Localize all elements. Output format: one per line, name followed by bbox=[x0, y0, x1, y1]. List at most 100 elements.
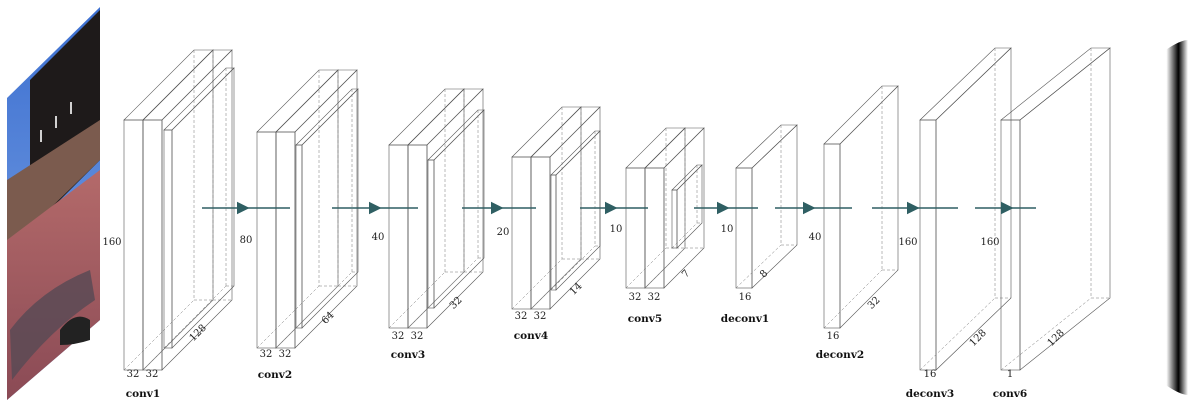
height-label: 10 bbox=[610, 224, 623, 235]
deconv-slab-hidden-edge bbox=[823, 269, 883, 329]
depth-label: 64 bbox=[320, 310, 337, 327]
conv-slab-side bbox=[1019, 47, 1111, 371]
pool-slab-hidden-edge bbox=[427, 257, 479, 309]
height-label: 160 bbox=[980, 237, 999, 248]
deconv-slab bbox=[919, 47, 1012, 371]
layer-conv1 bbox=[123, 49, 235, 371]
height-label: 20 bbox=[497, 227, 510, 238]
pool-slab bbox=[427, 109, 485, 309]
pool-slab bbox=[163, 67, 235, 349]
conv-slab-side bbox=[142, 49, 214, 371]
pool-slab-side bbox=[555, 130, 601, 291]
deconv-slab-front bbox=[735, 167, 753, 289]
height-label: 40 bbox=[372, 232, 385, 243]
layer-conv2 bbox=[256, 69, 359, 349]
layer-deconv2 bbox=[823, 85, 899, 329]
channel-label: 32 bbox=[260, 349, 273, 360]
conv-slab bbox=[275, 69, 358, 349]
conv-slab-top bbox=[644, 127, 705, 169]
conv-slab-front bbox=[1000, 119, 1021, 371]
depth-label: 128 bbox=[1046, 328, 1067, 349]
layer-name: deconv2 bbox=[816, 349, 864, 361]
layer-name: conv6 bbox=[993, 388, 1027, 400]
layer-conv5 bbox=[625, 127, 705, 289]
layer-name: conv2 bbox=[258, 369, 292, 381]
deconv-slab-hidden-edge bbox=[919, 297, 996, 371]
pool-slab-hidden-edge bbox=[550, 245, 596, 291]
deconv-slab-top bbox=[735, 124, 798, 169]
channel-label: 16 bbox=[924, 369, 937, 380]
layer-name: deconv1 bbox=[721, 313, 769, 325]
pool-slab-front bbox=[550, 174, 557, 291]
conv-slab-side bbox=[275, 69, 339, 349]
conv-slab bbox=[142, 49, 233, 371]
deconv-slab-top bbox=[919, 47, 1012, 121]
pool-slab-front bbox=[295, 144, 303, 329]
pool-slab-top bbox=[163, 67, 235, 131]
channel-label: 32 bbox=[279, 349, 292, 360]
conv-slab-hidden-edge bbox=[142, 299, 214, 371]
channel-label: 32 bbox=[534, 311, 547, 322]
conv-slab-top bbox=[530, 106, 601, 158]
pool-slab bbox=[295, 88, 359, 329]
conv-slab-hidden-edge bbox=[644, 247, 686, 289]
output-depth-map bbox=[1140, 40, 1188, 395]
conv-slab-front bbox=[625, 167, 646, 289]
pool-slab-front bbox=[163, 129, 173, 349]
deconv-slab-hidden-edge bbox=[735, 244, 782, 289]
conv-slab-top bbox=[388, 88, 465, 146]
layer-deconv1 bbox=[735, 124, 798, 289]
pool-slab-front bbox=[671, 189, 678, 249]
channel-label: 32 bbox=[515, 311, 528, 322]
depth-label: 32 bbox=[866, 295, 883, 312]
channel-label: 32 bbox=[411, 331, 424, 342]
height-label: 80 bbox=[240, 235, 253, 246]
layer-conv6 bbox=[1000, 47, 1111, 371]
conv-slab-top bbox=[625, 127, 686, 169]
pool-slab-top bbox=[295, 88, 359, 146]
depth-label: 8 bbox=[758, 268, 770, 280]
conv-slab-front bbox=[142, 119, 163, 371]
conv-slab bbox=[407, 88, 484, 329]
layers bbox=[123, 47, 1111, 371]
conv-slab-front bbox=[530, 156, 551, 310]
conv-slab-hidden-edge bbox=[256, 285, 320, 349]
pool-slab-hidden-edge bbox=[671, 222, 698, 249]
conv-slab bbox=[644, 127, 705, 289]
pool-slab-side bbox=[676, 164, 703, 249]
conv-slab-top bbox=[407, 88, 484, 146]
height-label: 160 bbox=[102, 237, 121, 248]
conv-slab-hidden-edge bbox=[511, 258, 563, 310]
conv-slab-front bbox=[407, 144, 428, 329]
conv-slab-side bbox=[161, 49, 233, 371]
depth-label: 128 bbox=[968, 328, 989, 349]
height-label: 40 bbox=[809, 232, 822, 243]
depth-label: 7 bbox=[680, 268, 692, 280]
conv-slab-hidden-edge bbox=[123, 299, 195, 371]
deconv-slab bbox=[735, 124, 798, 289]
layer-conv4 bbox=[511, 106, 601, 310]
pool-slab bbox=[550, 130, 601, 291]
deconv-slab-front bbox=[919, 119, 937, 371]
deconv-slab-side bbox=[751, 124, 798, 289]
deconv-slab bbox=[823, 85, 899, 329]
channel-label: 32 bbox=[648, 292, 661, 303]
layer-name: conv5 bbox=[628, 313, 662, 325]
conv-slab-hidden-edge bbox=[625, 247, 667, 289]
conv-slab-front bbox=[275, 131, 296, 349]
deconv-slab-side bbox=[935, 47, 1012, 371]
channel-label: 32 bbox=[629, 292, 642, 303]
channel-label: 16 bbox=[827, 331, 840, 342]
pool-slab bbox=[671, 164, 703, 249]
conv-slab-hidden-edge bbox=[1000, 297, 1092, 371]
conv-slab-front bbox=[388, 144, 409, 329]
channel-label: 32 bbox=[392, 331, 405, 342]
conv-slab-side bbox=[644, 127, 686, 289]
deconv-slab-side bbox=[839, 85, 899, 329]
conv-slab-side bbox=[294, 69, 358, 349]
pool-slab-front bbox=[427, 159, 435, 309]
depth-label: 32 bbox=[448, 295, 465, 312]
depth-label: 128 bbox=[188, 323, 209, 344]
conv-slab-top bbox=[142, 49, 233, 121]
